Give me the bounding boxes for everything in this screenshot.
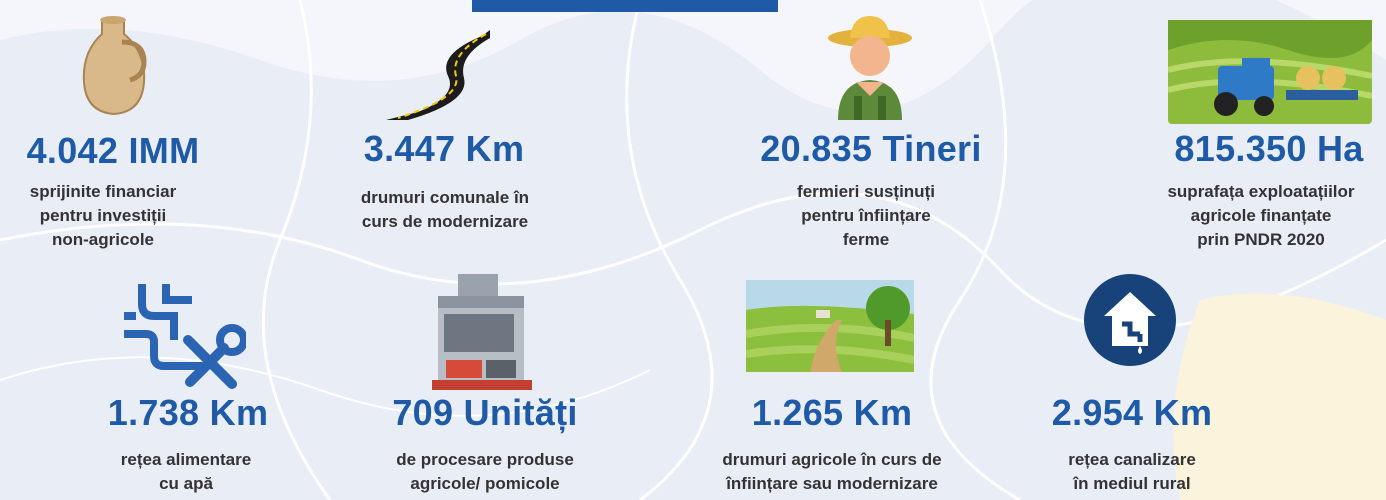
stat-desc-unitati: de procesare produse agricole/ pomicole <box>396 450 574 493</box>
stat-desc-retea-apa: rețea alimentare cu apă <box>120 450 252 493</box>
water-pipe-wrench-icon <box>124 284 246 389</box>
tractor-field-icon <box>1168 20 1372 124</box>
farmer-icon <box>828 16 912 120</box>
stat-value-ha: 815.350 Ha <box>1174 128 1364 169</box>
factory-icon <box>432 274 532 390</box>
stat-value-km-retea-apa: 1.738 Km <box>107 392 269 433</box>
stat-value-imm: 4.042 IMM <box>26 130 200 171</box>
road-icon <box>386 30 490 120</box>
stat-desc-drumuri-agricole: drumuri agricole în curs de înființare s… <box>722 450 942 493</box>
house-sewage-icon <box>1084 274 1176 366</box>
stat-value-unitati: 709 Unități <box>392 392 578 433</box>
stat-value-km-drumuri-comunale: 3.447 Km <box>363 128 525 169</box>
stat-desc-imm: sprijinite financiar pentru investiții n… <box>29 182 177 249</box>
stat-desc-ha: suprafața exploatațiilor agricole finanț… <box>1167 182 1355 249</box>
country-road-icon <box>746 280 914 372</box>
stat-value-tineri: 20.835 Tineri <box>760 128 982 169</box>
header-bar <box>472 0 778 12</box>
stat-desc-drumuri-comunale: drumuri comunale în curs de modernizare <box>360 188 530 231</box>
jug-icon <box>82 16 147 116</box>
stat-value-km-drumuri-agricole: 1.265 Km <box>751 392 913 433</box>
stat-value-km-canalizare: 2.954 Km <box>1051 392 1213 433</box>
stat-desc-canalizare: rețea canalizare în mediul rural <box>1068 450 1196 493</box>
stat-desc-tineri: fermieri susținuți pentru înființare fer… <box>797 182 935 249</box>
